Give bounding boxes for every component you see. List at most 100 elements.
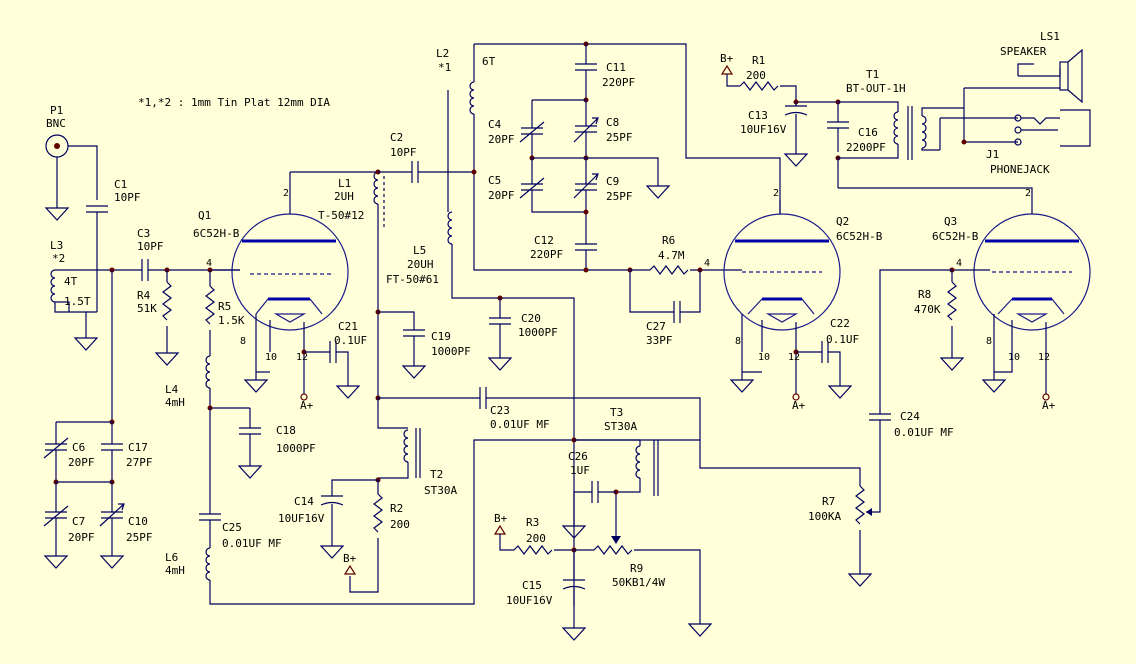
c7-value: 20PF bbox=[68, 531, 95, 544]
c11-capacitor: C11 220PF bbox=[575, 44, 635, 100]
c24-capacitor: C24 0.01UF MF bbox=[866, 269, 954, 513]
c12-value: 220PF bbox=[530, 248, 563, 261]
q1-pin-12: 12 bbox=[296, 352, 308, 363]
r3-ref: R3 bbox=[526, 516, 539, 529]
q2-pin-2: 2 bbox=[773, 188, 779, 199]
l6-value: 4mH bbox=[165, 564, 185, 577]
l5-value: 20UH bbox=[407, 258, 434, 271]
r3-bplus: B+ bbox=[494, 512, 508, 525]
q1-pin-2: 2 bbox=[283, 188, 289, 199]
l4-coil: L4 4mH bbox=[165, 355, 250, 409]
c15-value: 10UF16V bbox=[506, 594, 553, 607]
r9-value: 50KB1/4W bbox=[612, 576, 665, 589]
t2-ref: T2 bbox=[430, 468, 443, 481]
c27-ref: C27 bbox=[646, 320, 666, 333]
r3-value: 200 bbox=[526, 532, 546, 545]
r2-resistor: R2 200 bbox=[349, 480, 410, 593]
l4-ref: L4 bbox=[165, 383, 179, 396]
c25-capacitor: C25 0.01UF MF bbox=[199, 408, 282, 550]
r6-value: 4.7M bbox=[658, 249, 685, 262]
c13-value: 10UF16V bbox=[740, 123, 787, 136]
t3-ref: T3 bbox=[610, 406, 623, 419]
r6-ref: R6 bbox=[662, 234, 675, 247]
l4-value: 4mH bbox=[165, 396, 185, 409]
q1-pin-4: 4 bbox=[206, 258, 212, 269]
c12-ref: C12 bbox=[534, 234, 554, 247]
c26-capacitor: C26 1UF bbox=[562, 450, 616, 539]
c19-value: 1000PF bbox=[431, 345, 471, 358]
r1-resistor: R1 200 bbox=[726, 54, 838, 103]
l6-coil: L6 4mH bbox=[165, 439, 700, 605]
t2-value: ST30A bbox=[424, 484, 457, 497]
t3-transformer: T3 ST30A bbox=[574, 406, 659, 544]
c23-capacitor: C23 0.01UF MF bbox=[378, 387, 861, 486]
c7-ref: C7 bbox=[72, 515, 85, 528]
q3-pin-4: 4 bbox=[956, 258, 962, 269]
r4-ref: R4 bbox=[137, 289, 151, 302]
c3-ref: C3 bbox=[137, 227, 150, 240]
c2-capacitor: C2 10PF bbox=[378, 131, 474, 183]
c18-ref: C18 bbox=[276, 424, 296, 437]
t1-transformer: T1 BT-OUT-1H bbox=[837, 68, 964, 188]
c20-ref: C20 bbox=[521, 312, 541, 325]
c8-value: 25PF bbox=[606, 131, 633, 144]
c23-ref: C23 bbox=[490, 404, 510, 417]
r1-value: 200 bbox=[746, 69, 766, 82]
r8-value: 470K bbox=[914, 303, 941, 316]
c25-ref: C25 bbox=[222, 521, 242, 534]
q1-pin-8: 8 bbox=[240, 336, 246, 347]
c15-ref: C15 bbox=[522, 579, 542, 592]
q2-pin-12: 12 bbox=[788, 352, 800, 363]
l5-ref: L5 bbox=[413, 244, 426, 257]
r8-ref: R8 bbox=[918, 288, 931, 301]
r7-potentiometer: R7 100KA bbox=[808, 485, 872, 587]
q3-aplus: A+ bbox=[1042, 399, 1056, 412]
c24-ref: C24 bbox=[900, 410, 920, 423]
c16-capacitor: C16 2200PF bbox=[827, 102, 886, 154]
q3-pin-2: 2 bbox=[1025, 188, 1031, 199]
c9-ref: C9 bbox=[606, 175, 619, 188]
c23-value: 0.01UF MF bbox=[490, 418, 550, 431]
c12-capacitor: C12 220PF bbox=[530, 234, 597, 270]
c11-value: 220PF bbox=[602, 76, 635, 89]
c18-value: 1000PF bbox=[276, 442, 316, 455]
l6-ref: L6 bbox=[165, 551, 178, 564]
c19-capacitor: C19 1000PF bbox=[378, 311, 471, 379]
q3-tube: Q3 6C52H-B 2 4 8 10 12 bbox=[838, 187, 1091, 386]
c9-capacitor: C9 25PF bbox=[573, 173, 633, 244]
t1-value: BT-OUT-1H bbox=[846, 82, 906, 95]
c22-ref: C22 bbox=[830, 317, 850, 330]
r7-ref: R7 bbox=[822, 495, 835, 508]
q1-aplus: A+ bbox=[300, 399, 314, 412]
c21-value: 0.1UF bbox=[334, 334, 367, 347]
t3-value: ST30A bbox=[604, 420, 637, 433]
p1-ref: P1 bbox=[50, 104, 63, 117]
t2-transformer: T2 ST30A bbox=[377, 398, 457, 497]
q2-tube: Q2 6C52H-B 2 4 8 10 12 bbox=[704, 188, 883, 386]
r5-resistor: R5 1.5K bbox=[205, 270, 245, 356]
c13-ref: C13 bbox=[748, 109, 768, 122]
q2-pin-8: 8 bbox=[735, 336, 741, 347]
c18-capacitor: C18 1000PF bbox=[238, 408, 316, 479]
q1-value: 6C52H-B bbox=[193, 227, 240, 240]
l3-mark: *2 bbox=[52, 252, 65, 265]
l3-ref: L3 bbox=[50, 239, 63, 252]
c1-ref: C1 bbox=[114, 178, 127, 191]
c21-capacitor: C21 0.1UF bbox=[304, 320, 367, 399]
c4-ref: C4 bbox=[488, 118, 502, 131]
c8-capacitor: C8 25PF bbox=[573, 116, 633, 158]
r3-resistor: R3 200 bbox=[499, 516, 574, 555]
q2-aplus: A+ bbox=[792, 399, 806, 412]
c20-value: 1000PF bbox=[518, 326, 558, 339]
c1-value: 10PF bbox=[114, 191, 141, 204]
c6-value: 20PF bbox=[68, 456, 95, 469]
r5-value: 1.5K bbox=[218, 314, 245, 327]
r4-resistor: R4 51K bbox=[137, 270, 179, 366]
c16-value: 2200PF bbox=[846, 141, 886, 154]
q1-tube: Q1 6C52H-B 2 4 8 10 12 bbox=[193, 172, 349, 386]
c16-ref: C16 bbox=[858, 126, 878, 139]
c7-capacitor: C7 20PF bbox=[43, 505, 95, 569]
j1-ref: J1 bbox=[986, 148, 999, 161]
c22-value: 0.1UF bbox=[826, 333, 859, 346]
